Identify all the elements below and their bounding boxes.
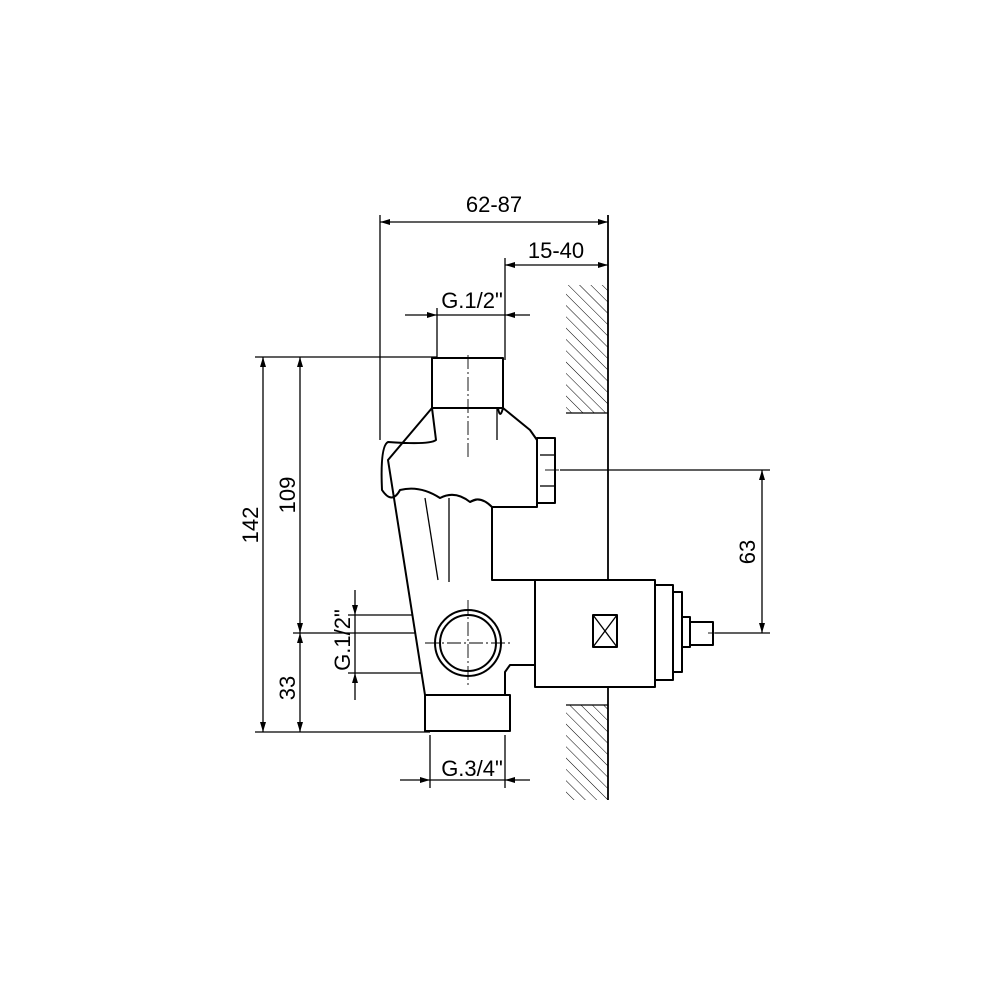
dim-upper-height: 109 (275, 477, 300, 514)
dim-side-thread: G.1/2" (330, 609, 355, 671)
dim-overall-depth: 62-87 (466, 192, 522, 217)
dim-bottom-thread: G.3/4" (441, 756, 503, 781)
dim-outlet-offset: 63 (735, 540, 760, 564)
dim-wall-depth: 15-40 (528, 238, 584, 263)
wall (566, 215, 609, 800)
dim-total-height: 142 (238, 507, 263, 544)
dimension-lines (260, 219, 765, 783)
spindle (689, 621, 714, 646)
center-lines (425, 355, 720, 685)
dim-top-thread: G.1/2" (441, 288, 503, 313)
square-x-mark (592, 614, 618, 648)
valve-body (380, 357, 714, 732)
dim-lower-height: 33 (275, 676, 300, 700)
extension-lines (255, 215, 770, 788)
